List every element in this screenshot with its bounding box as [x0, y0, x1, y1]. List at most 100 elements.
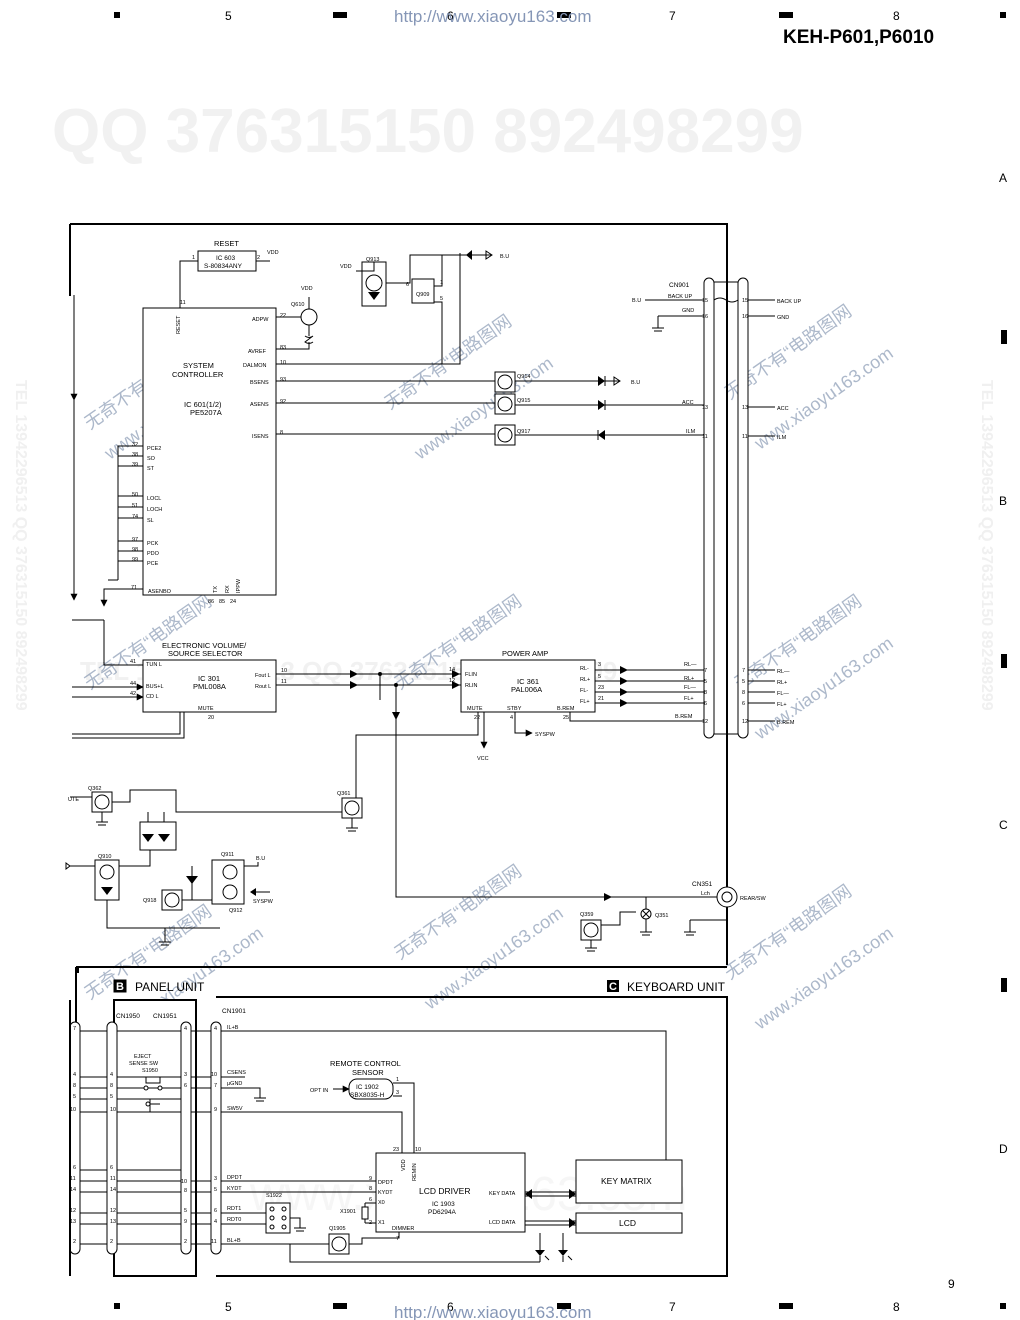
svg-text:IL+B: IL+B — [227, 1025, 239, 1031]
svg-text:23: 23 — [393, 1147, 399, 1153]
svg-text:41: 41 — [130, 659, 136, 665]
svg-text:5: 5 — [440, 296, 443, 302]
power-amp-ic361: POWER AMP IC 361 PAL006A FLIN RLIN MUTE … — [355, 649, 704, 800]
svg-text:3: 3 — [396, 1090, 399, 1096]
svg-text:ILM: ILM — [686, 429, 696, 435]
svg-text:4: 4 — [184, 1026, 187, 1032]
keyboard-unit-section: C KEYBOARD UNIT CN1901 4 10 7 9 3 5 6 4 … — [191, 980, 728, 1277]
svg-text:12: 12 — [742, 719, 748, 725]
svg-text:LCD DATA: LCD DATA — [489, 1220, 516, 1226]
svg-text:LOCL: LOCL — [147, 496, 161, 502]
svg-text:13: 13 — [70, 1219, 76, 1225]
svg-text:ACC: ACC — [777, 406, 789, 412]
svg-text:12: 12 — [449, 678, 455, 684]
svg-text:FL—: FL— — [684, 685, 696, 691]
svg-text:42: 42 — [130, 691, 136, 697]
svg-text:8: 8 — [73, 1083, 76, 1089]
svg-text:ST: ST — [147, 466, 155, 472]
watermark-vertical-left: TEL 13942296513 QQ 376315150 892498299 — [12, 380, 29, 711]
svg-text:CN351: CN351 — [692, 881, 713, 888]
svg-text:11: 11 — [281, 679, 287, 685]
svg-text:EJECT: EJECT — [134, 1054, 152, 1060]
panel-unit-title: PANEL UNIT — [135, 980, 205, 994]
grid-markers: 5 6 7 8 5 6 7 8 A B C D http://www.xiaoy… — [114, 7, 1008, 1320]
svg-text:CN1951: CN1951 — [153, 1013, 177, 1020]
row-label-d: D — [999, 1142, 1008, 1156]
svg-text:10: 10 — [110, 1107, 116, 1113]
svg-text:93: 93 — [280, 377, 286, 383]
svg-text:ASENS: ASENS — [250, 402, 269, 408]
svg-text:SOURCE SELECTOR: SOURCE SELECTOR — [168, 649, 243, 658]
svg-text:PDO: PDO — [147, 551, 160, 557]
panel-unit-section: B PANEL UNIT CN1950 CN1951 7 4 8 5 10 6 … — [69, 966, 727, 1277]
svg-text:4: 4 — [214, 1219, 217, 1225]
svg-text:12: 12 — [70, 1208, 76, 1214]
svg-text:6: 6 — [369, 1197, 372, 1203]
svg-text:BSENS: BSENS — [250, 380, 269, 386]
svg-text:16: 16 — [742, 314, 748, 320]
system-power-transistors: Q910 Q918 Q911 Q912 B.U SYSPW — [65, 850, 274, 946]
svg-text:IC 603: IC 603 — [216, 255, 236, 262]
svg-text:MUTE: MUTE — [467, 706, 483, 712]
connector-cn901: CN901 B.U BACK UP GND 15 15 16 16 13 13 … — [632, 277, 801, 739]
main-unit-border — [70, 223, 728, 965]
svg-text:20: 20 — [208, 715, 214, 721]
svg-text:SYSPW: SYSPW — [535, 732, 556, 738]
svg-text:Q913: Q913 — [366, 257, 379, 263]
svg-text:KEY MATRIX: KEY MATRIX — [601, 1176, 652, 1186]
svg-text:B.REM: B.REM — [675, 714, 693, 720]
svg-text:VCC: VCC — [477, 756, 489, 762]
svg-text:11: 11 — [211, 1239, 217, 1245]
svg-text:3: 3 — [214, 1176, 217, 1182]
svg-text:RESET: RESET — [214, 239, 239, 248]
svg-text:14: 14 — [70, 1187, 76, 1193]
svg-text:GND: GND — [777, 315, 789, 321]
col-label-7-bottom: 7 — [669, 1300, 676, 1314]
svg-text:9: 9 — [214, 1107, 217, 1113]
svg-text:MUTE: MUTE — [198, 706, 214, 712]
svg-text:22: 22 — [280, 313, 286, 319]
svg-text:B.U: B.U — [500, 254, 509, 260]
svg-text:VDD: VDD — [267, 250, 279, 256]
row-label-b: B — [999, 494, 1007, 508]
svg-text:X1901: X1901 — [340, 1209, 356, 1215]
svg-text:LOCH: LOCH — [147, 507, 162, 513]
svg-text:8: 8 — [369, 1186, 372, 1192]
svg-text:38: 38 — [132, 452, 138, 458]
col-label-7-top: 7 — [669, 9, 676, 23]
svg-text:5: 5 — [110, 1094, 113, 1100]
svg-text:CN1950: CN1950 — [116, 1013, 140, 1020]
svg-text:FL-: FL- — [580, 688, 588, 694]
svg-text:44: 44 — [130, 681, 136, 687]
svg-text:5: 5 — [184, 1208, 187, 1214]
svg-text:Q361: Q361 — [337, 791, 350, 797]
svg-text:IC 1903: IC 1903 — [432, 1201, 455, 1208]
svg-text:4: 4 — [73, 1072, 76, 1078]
svg-text:S1922: S1922 — [266, 1193, 282, 1199]
svg-text:IC 1902: IC 1902 — [356, 1084, 379, 1091]
svg-text:OPT IN: OPT IN — [310, 1088, 328, 1094]
svg-text:DIMMER: DIMMER — [392, 1226, 414, 1232]
svg-text:13: 13 — [702, 405, 708, 411]
svg-text:REMIN: REMIN — [412, 1163, 418, 1181]
svg-text:IC 361: IC 361 — [517, 677, 539, 686]
svg-text:3: 3 — [184, 1072, 187, 1078]
svg-text:14: 14 — [110, 1187, 116, 1193]
svg-text:B.U: B.U — [256, 856, 265, 862]
svg-text:PCE2: PCE2 — [147, 446, 161, 452]
svg-text:FL+: FL+ — [684, 696, 694, 702]
panel-unit-letter: B — [116, 981, 124, 993]
svg-text:Q351: Q351 — [655, 913, 668, 919]
svg-text:10: 10 — [70, 1107, 76, 1113]
svg-text:REMOTE CONTROL: REMOTE CONTROL — [330, 1059, 401, 1068]
svg-text:98: 98 — [132, 547, 138, 553]
svg-text:9: 9 — [184, 1219, 187, 1225]
svg-text:GND: GND — [682, 308, 694, 314]
svg-text:2: 2 — [73, 1239, 76, 1245]
svg-text:RL-: RL- — [580, 666, 589, 672]
svg-text:11: 11 — [70, 1176, 76, 1182]
svg-text:B.U: B.U — [632, 298, 641, 304]
svg-text:CN901: CN901 — [669, 282, 690, 289]
svg-text:5: 5 — [742, 679, 745, 685]
svg-text:SW5V: SW5V — [227, 1106, 243, 1112]
